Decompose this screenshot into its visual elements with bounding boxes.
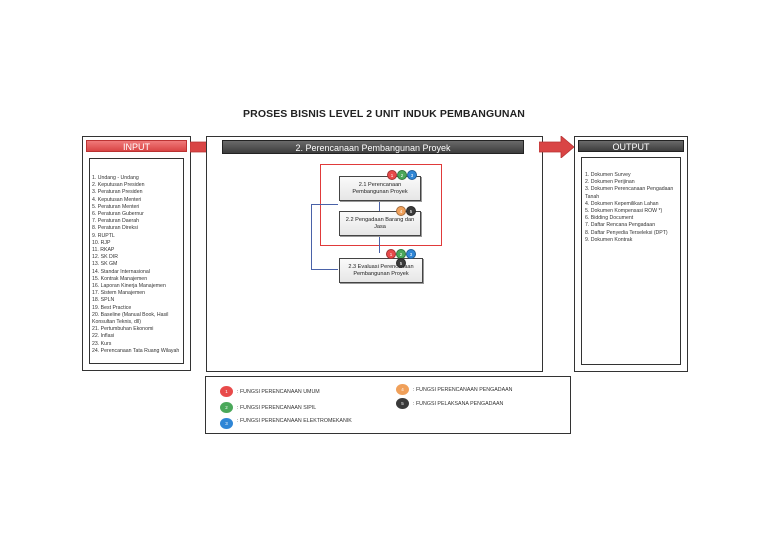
output-item: 5. Dokumen Kompensasi ROW *) [585,208,663,215]
input-item: 14. Standar Internasional [92,268,150,275]
input-item: 10. RJP [92,239,111,246]
legend-panel: 1 : FUNGSI PERENCANAAN UMUM 2 : FUNGSI P… [205,376,571,434]
input-panel: INPUT 1. Undang - Undang 2. Keputusan Pr… [82,136,191,371]
process-panel: 2. Perencanaan Pembangunan Proyek [206,136,543,372]
output-item: 6. Bidding Document [585,215,634,222]
connector-line [311,204,338,205]
badge-3-icon: 3 [407,170,417,180]
legend-label: : FUNGSI PERENCANAAN SIPIL [237,405,317,411]
input-item: 11. RKAP [92,247,115,254]
input-item: 22. Inflasi [92,333,115,340]
legend-badge-4-icon: 4 [396,384,409,395]
input-item: 17. Sistem Manajemen [92,290,146,297]
output-panel: OUTPUT 1. Dokumen Survey 2. Dokumen Peri… [574,136,688,372]
process-box-2-1[interactable]: 2.1 Perencanaan Pembangunan Proyek [339,176,421,201]
process-header: 2. Perencanaan Pembangunan Proyek [222,140,524,154]
legend-label: : FUNGSI PERENCANAAN ELEKTROMEKANIK [237,418,352,424]
connector-line [379,202,380,211]
output-item: 9. Dokumen Kontrak [585,236,633,243]
legend-label: : FUNGSI PERENCANAAN PENGADAAN [413,387,513,393]
output-item: 7. Daftar Rencana Pengadaan [585,222,656,229]
output-item: 3. Dokumen Perencanaan Pengadaan Tanah [585,186,674,200]
output-header: OUTPUT [578,140,684,152]
badge-1-icon: 1 [386,249,396,259]
input-item: 21. Pertumbuhan Ekonomi [92,326,154,333]
input-item: 2. Keputusan Presiden [92,182,145,189]
output-list: 1. Dokumen Survey 2. Dokumen Perijinan 3… [582,158,680,244]
output-list-box: 1. Dokumen Survey 2. Dokumen Perijinan 3… [581,157,681,365]
badge-1-icon: 1 [387,170,397,180]
badge-5-icon: 5 [396,258,406,268]
legend-label: : FUNGSI PELAKSANA PENGADAAN [413,401,504,407]
input-item: 5. Peraturan Menteri [92,203,140,210]
process-box-label: 2.3 Evaluasi Perencanaan Pembangunan Pro… [348,263,414,277]
output-item: 2. Dokumen Perijinan [585,179,635,186]
connector-line [311,269,338,270]
page-title: PROSES BISNIS LEVEL 2 UNIT INDUK PEMBANG… [243,108,525,120]
input-item: 1. Undang - Undang [92,175,139,181]
input-item: 20. Baseline (Manual Book, Hasil Konsult… [92,311,169,326]
input-list-box: 1. Undang - Undang 2. Keputusan Presiden… [89,158,184,364]
process-to-output-arrow [539,136,575,158]
input-item: 7. Peraturan Daerah [92,218,140,225]
input-item: 19. Best Practice [92,304,132,311]
badge-2-icon: 2 [397,170,407,180]
input-item: 15. Kontrak Manajemen [92,275,148,282]
connector-line [379,236,380,253]
output-item: 8. Daftar Penyedia Terseleksi (DPT) [585,229,668,236]
input-item: 13. SK GM [92,261,118,268]
input-item: 9. RUPTL [92,232,115,239]
legend-badge-5-icon: 5 [396,398,409,409]
input-item: 4. Keputusan Menteri [92,196,142,203]
badge-4-icon: 4 [396,206,406,216]
input-item: 23. Kurs [92,340,112,347]
input-header: INPUT [86,140,187,152]
legend-badge-1-icon: 1 [220,386,233,397]
legend-label: : FUNGSI PERENCANAAN UMUM [237,389,320,395]
highlight-frame [320,164,442,246]
input-item: 3. Peraturan Presiden [92,189,143,196]
legend-badge-3-icon: 3 [220,418,233,429]
badge-3-icon: 3 [406,249,416,259]
input-item: 24. Perencanaan Tata Ruang Wilayah [92,347,180,354]
input-item: 8. Peraturan Direksi [92,225,138,232]
input-list: 1. Undang - Undang 2. Keputusan Presiden… [90,159,183,355]
input-item: 6. Peraturan Gubernur [92,211,144,218]
process-box-2-3[interactable]: 2.3 Evaluasi Perencanaan Pembangunan Pro… [339,258,423,283]
input-item: 16. Laporan Kinerja Manajemen [92,283,166,290]
output-item: 4. Dokumen Kepemilikan Lahan [585,200,659,207]
input-item: 18. SPLN [92,297,115,304]
badge-5-icon: 5 [406,206,416,216]
output-item: 1. Dokumen Survey [585,172,631,178]
process-box-label: 2.2 Pengadaan Barang dan Jasa [345,216,415,230]
legend-badge-2-icon: 2 [220,402,233,413]
connector-line [311,204,312,270]
process-box-label: 2.1 Perencanaan Pembangunan Proyek [352,181,408,195]
input-item: 12. SK DIR [92,254,118,261]
